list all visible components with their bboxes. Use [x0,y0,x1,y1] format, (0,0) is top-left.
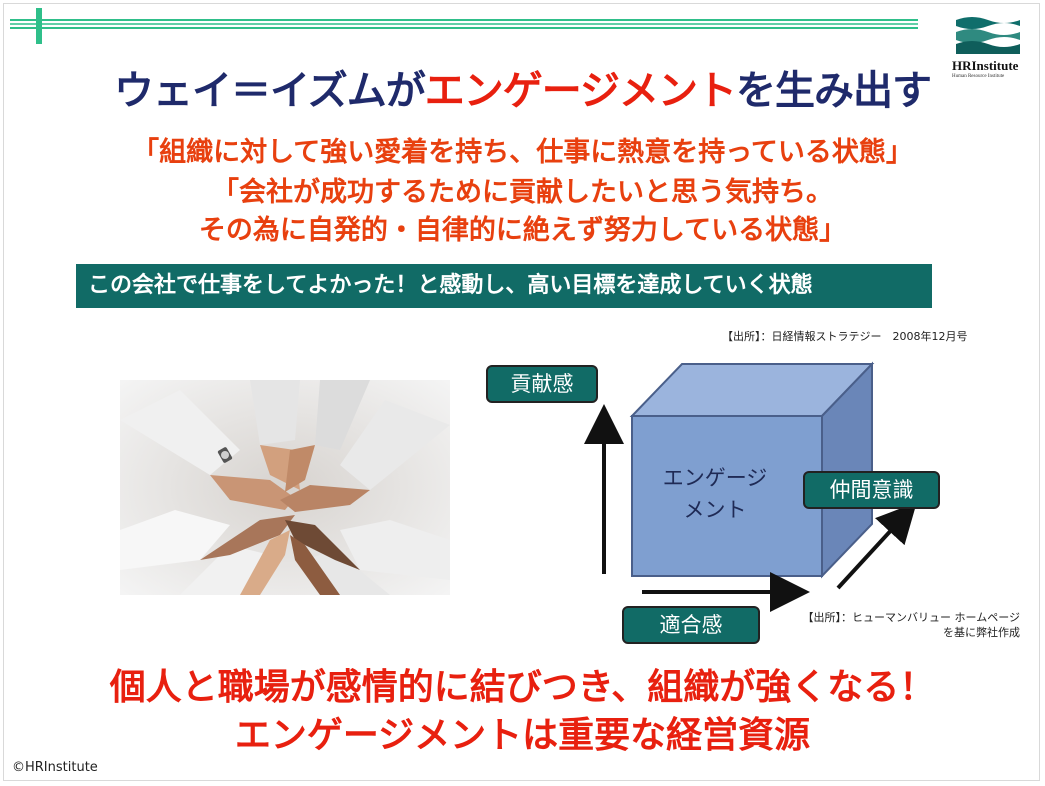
slide-frame [3,3,1040,781]
conclusion-line-1: 個人と職場が感情的に結びつき、組織が強くなる！ [109,667,936,708]
logo: HRInstitute Human Resource Institute [952,12,1028,79]
quote-line-2: 「会社が成功するために貢献したいと思う気持ち。 [212,177,833,208]
top-decoration [10,8,918,44]
conclusion-line-2: エンゲージメントは重要な経営資源 [234,715,811,756]
quote-line-3: その為に自発的・自律的に絶えず努力している状態」 [198,215,847,246]
page-title: ウェイ＝イズムがエンゲージメントを生み出す [0,58,1045,116]
label-nakama-ishiki: 仲間意識 [803,471,940,509]
source-citation-1: 【出所】：日経情報ストラテジー 2008年12月号 [722,330,968,343]
quote-line-1: 「組織に対して強い愛着を持ち、仕事に熱意を持っている状態」 [132,137,913,168]
title-part-2: エンゲージメント [424,68,737,114]
cube-label-line-1: エンゲージ [662,466,768,490]
source-citation-2-line-2: を基に弊社作成 [943,626,1020,639]
team-hands-photo [120,380,450,595]
copyright: ©HRInstitute [12,760,98,775]
cube-side [821,361,873,579]
source-citation-2-line-1: 【出所】：ヒューマンバリュー ホームページ [802,611,1020,624]
label-kokenkan: 貢献感 [486,365,598,403]
source-citation-2: 【出所】：ヒューマンバリュー ホームページ を基に弊社作成 [790,610,1020,640]
cube-label-line-2: メント [683,498,747,522]
diagonal-arrow [836,502,917,590]
summary-banner: この会社で仕事をしてよかった！と感動し、高い目標を達成していく状態 [76,264,932,308]
logo-name: HRInstitute [952,58,1019,73]
accent-bar [36,8,42,44]
engagement-diagram [584,361,917,612]
title-part-3: を生み出す [736,68,932,114]
logo-tagline: Human Resource Institute [952,74,1005,79]
logo-mark-icon [956,17,1020,54]
cube-label: エンゲージ メント [640,462,790,526]
label-tekigokan: 適合感 [622,606,760,644]
title-part-1: ウェイ＝イズムが [113,68,426,114]
